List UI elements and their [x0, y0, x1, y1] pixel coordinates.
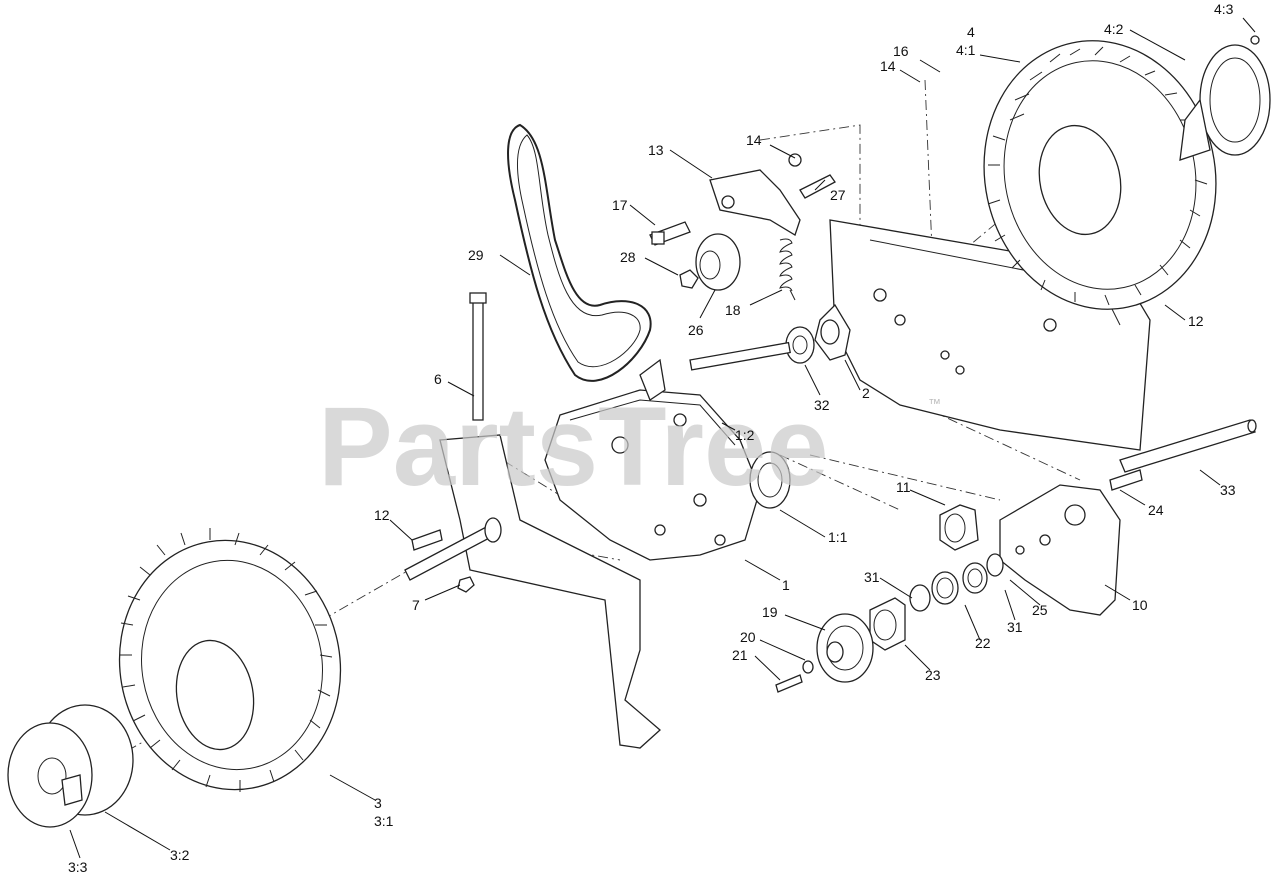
callout-labels: 4:3 4:2 4 4:1 16 14 14 13 27 17 29 28 18… — [68, 1, 1236, 875]
right-rim — [1179, 35, 1271, 161]
washers — [909, 553, 1004, 612]
left-tire — [118, 528, 342, 792]
callout-24: 24 — [1148, 502, 1164, 518]
callout-1-2: 1:2 — [735, 427, 755, 443]
callout-17: 17 — [612, 197, 628, 213]
callout-21: 21 — [732, 647, 748, 663]
callout-12-left: 12 — [374, 507, 390, 523]
callout-7: 7 — [412, 597, 420, 613]
right-tire — [983, 40, 1217, 310]
callout-29: 29 — [468, 247, 484, 263]
callout-3-3: 3:3 — [68, 859, 88, 875]
bearing-32 — [785, 326, 815, 364]
callout-2: 2 — [862, 385, 870, 401]
left-axle-parts — [404, 292, 502, 593]
callout-3-2: 3:2 — [170, 847, 190, 863]
frame-plate-left — [439, 434, 661, 749]
watermark-trademark: ™ — [928, 396, 941, 411]
callout-4-2: 4:2 — [1104, 21, 1124, 37]
gear-plate — [999, 484, 1121, 616]
callout-18: 18 — [725, 302, 741, 318]
callout-3-1: 3:1 — [374, 813, 394, 829]
callout-31-left: 31 — [864, 569, 880, 585]
callout-4-1: 4:1 — [956, 42, 976, 58]
leader-lines — [69, 17, 1256, 859]
callout-32: 32 — [814, 397, 830, 413]
callout-26: 26 — [688, 322, 704, 338]
callout-31-right: 31 — [1007, 619, 1023, 635]
callout-1: 1 — [782, 577, 790, 593]
callout-33: 33 — [1220, 482, 1236, 498]
axle-shaft — [1109, 419, 1257, 491]
callout-1-1: 1:1 — [828, 529, 848, 545]
callout-28: 28 — [620, 249, 636, 265]
callout-11: 11 — [896, 479, 911, 495]
callout-4-3: 4:3 — [1214, 1, 1234, 17]
bushing-11 — [939, 504, 979, 551]
transmission — [544, 341, 791, 561]
callout-22: 22 — [975, 635, 991, 651]
hub-23 — [869, 597, 906, 651]
callout-6: 6 — [434, 371, 442, 387]
callout-19: 19 — [762, 604, 778, 620]
idler-pulley — [679, 233, 741, 291]
callout-12-right: 12 — [1188, 313, 1204, 329]
left-rim — [7, 704, 134, 828]
callout-23: 23 — [925, 667, 941, 683]
callout-14-upper: 14 — [880, 58, 896, 74]
pulley-19 — [775, 613, 874, 693]
callout-13: 13 — [648, 142, 664, 158]
callout-27: 27 — [830, 187, 846, 203]
callout-16: 16 — [893, 43, 909, 59]
tension-spring — [779, 238, 796, 301]
drive-belt — [507, 123, 652, 382]
flange-bearing — [814, 303, 851, 361]
callout-25: 25 — [1032, 602, 1048, 618]
callout-10: 10 — [1132, 597, 1148, 613]
idler-bracket — [649, 153, 836, 246]
callout-20: 20 — [740, 629, 756, 645]
callout-3: 3 — [374, 795, 382, 811]
callout-4: 4 — [967, 24, 975, 40]
callout-14-bracket: 14 — [746, 132, 762, 148]
watermark-text: PartsTree — [318, 384, 829, 509]
